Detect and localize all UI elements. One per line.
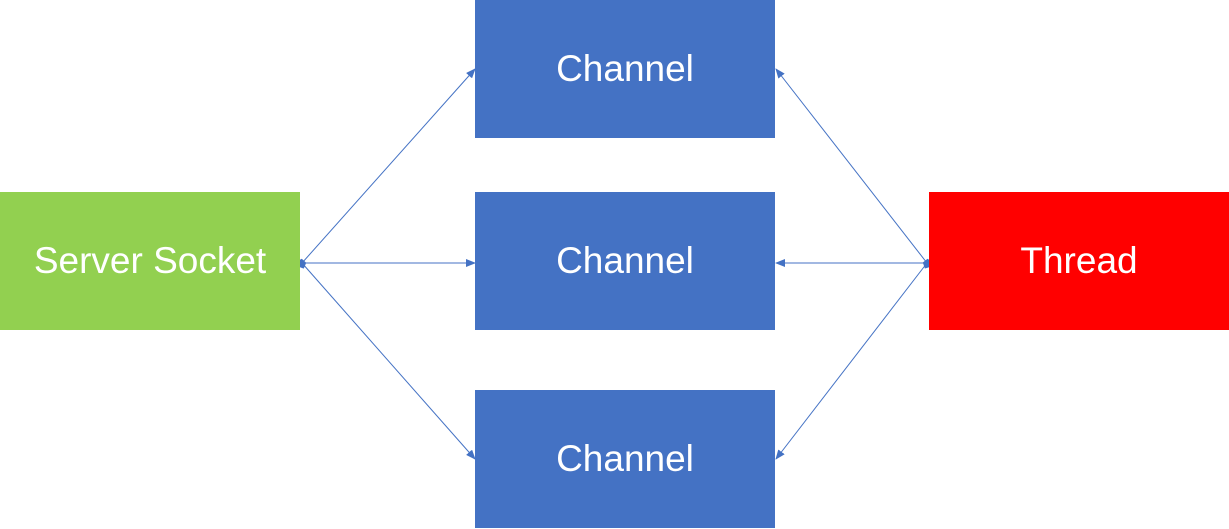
server-socket-node: Server Socket (0, 192, 300, 330)
server-socket-label: Server Socket (33, 240, 267, 281)
edge-server-channel-3 (301, 262, 476, 460)
channel-label-3: Channel (556, 438, 694, 479)
channel-label-2: Channel (556, 240, 694, 281)
channel-node-2: Channel (475, 192, 775, 330)
edge-server-channel-1 (296, 68, 476, 269)
channel-node-3: Channel (475, 390, 775, 528)
channel-label-1: Channel (556, 48, 694, 89)
thread-label: Thread (1020, 240, 1138, 281)
edge-thread-channel-1 (775, 68, 933, 269)
thread-node: Thread (929, 192, 1229, 330)
channel-node-1: Channel (475, 0, 775, 138)
edge-thread-channel-3 (775, 262, 928, 460)
